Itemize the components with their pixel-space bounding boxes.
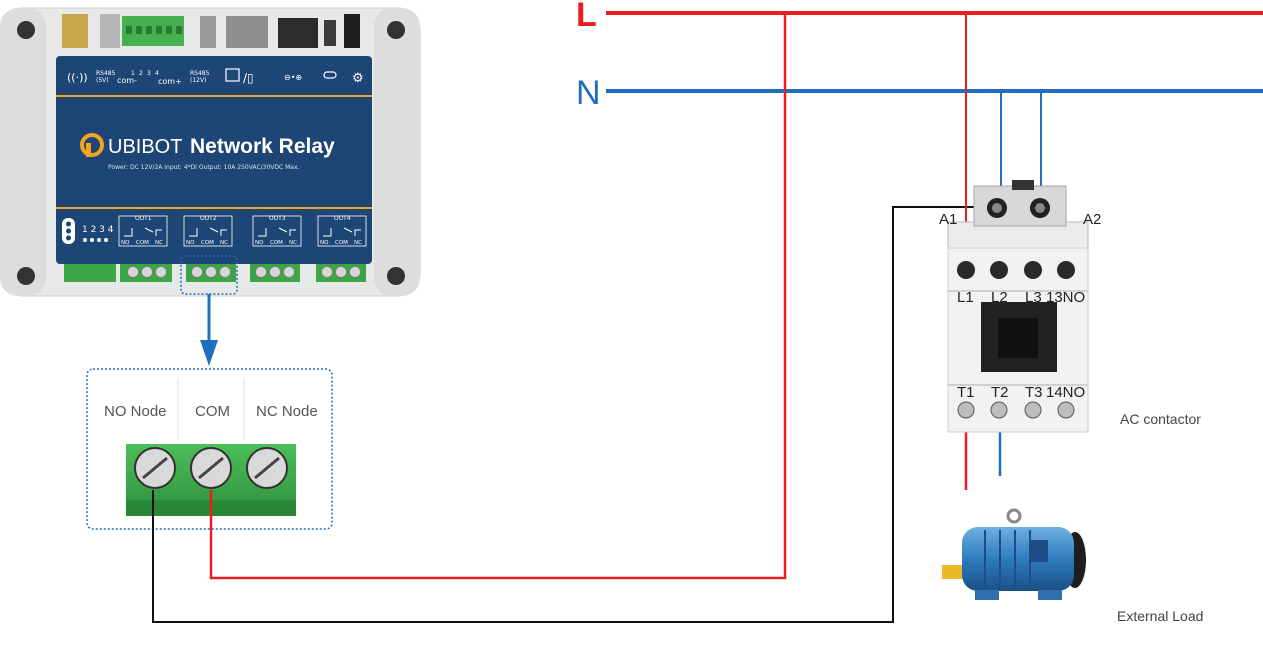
led-dots bbox=[83, 238, 108, 242]
ethernet-icon bbox=[225, 68, 240, 82]
bottom-label-t2: T2 bbox=[991, 384, 1009, 401]
motor-icon bbox=[942, 508, 1086, 600]
load-caption: External Load bbox=[1117, 608, 1203, 624]
ac-contactor: A1 A2 L1 L2 L3 13NO T1 T2 T3 14NO bbox=[939, 180, 1101, 433]
mount-hole bbox=[387, 21, 405, 39]
ubibot-logo-icon bbox=[80, 133, 104, 157]
mount-hole bbox=[387, 267, 405, 285]
svg-text:NC: NC bbox=[354, 240, 362, 246]
live-to-com-wire bbox=[209, 13, 787, 580]
led-numbers: 1 2 3 4 bbox=[82, 225, 114, 235]
svg-text:NC: NC bbox=[289, 240, 297, 246]
mount-hole bbox=[17, 21, 35, 39]
svg-text:OUT4: OUT4 bbox=[334, 215, 351, 222]
input-label-4: 4 bbox=[155, 70, 159, 77]
svg-text:COM: COM bbox=[201, 240, 214, 246]
svg-text:OUT2: OUT2 bbox=[200, 215, 217, 222]
output-group-3: OUT3 NO COM NC bbox=[252, 215, 302, 247]
input-label-1: 1 bbox=[131, 70, 135, 77]
screw-nc bbox=[246, 447, 288, 489]
bottom-terminals bbox=[64, 264, 366, 282]
svg-text:NC: NC bbox=[220, 240, 228, 246]
nc-node-label: NC Node bbox=[256, 403, 318, 420]
bottom-label-14no: 14NO bbox=[1046, 384, 1085, 401]
no-to-coil-wire bbox=[152, 206, 990, 623]
wifi-icon: ((·)) bbox=[67, 71, 88, 84]
bottom-label-t1: T1 bbox=[957, 384, 975, 401]
spec-text: Power: DC 12V/2A Input: 4*DI Output: 10A… bbox=[108, 164, 300, 171]
rs485-12v-voltage-label: (12V) bbox=[190, 77, 206, 84]
power-jack-icon: ⊖•⊕ bbox=[284, 73, 302, 82]
terminal-zoom: NO Node COM NC Node bbox=[86, 368, 333, 530]
screw-no bbox=[134, 447, 176, 489]
com-label: COM bbox=[195, 403, 230, 420]
rs485-12v-label: RS485 bbox=[190, 70, 210, 77]
top-label-l2: L2 bbox=[991, 289, 1008, 306]
input-label-3: 3 bbox=[147, 70, 151, 77]
terminal-highlight bbox=[180, 255, 238, 295]
coil-label-a2: A2 bbox=[1083, 211, 1101, 228]
output-group-4: OUT4 NO COM NC bbox=[317, 215, 367, 247]
mount-hole bbox=[17, 267, 35, 285]
product-title: Network Relay bbox=[190, 135, 335, 158]
svg-text:NO: NO bbox=[320, 240, 329, 246]
rs485-label: RS485 bbox=[96, 70, 116, 77]
no-node-label: NO Node bbox=[104, 403, 167, 420]
top-label-l3: L3 bbox=[1025, 289, 1042, 306]
svg-text:OUT3: OUT3 bbox=[269, 215, 286, 222]
relay-module: ((·)) RS485 (5V) com- 1 2 3 4 com+ RS485… bbox=[0, 7, 421, 297]
svg-text:NC: NC bbox=[155, 240, 163, 246]
sim-icon: /▯ bbox=[243, 71, 254, 85]
output-group-1: OUT1 NO COM NC bbox=[118, 215, 168, 247]
svg-text:OUT1: OUT1 bbox=[135, 215, 152, 222]
input-label-2: 2 bbox=[139, 70, 143, 77]
svg-text:NO: NO bbox=[186, 240, 195, 246]
rs485-voltage-label: (5V) bbox=[96, 77, 109, 84]
usb-icon bbox=[323, 71, 337, 79]
settings-icon: ⚙ bbox=[352, 71, 364, 86]
screw-com bbox=[190, 447, 232, 489]
top-label-l1: L1 bbox=[957, 289, 974, 306]
coil-label-a1: A1 bbox=[939, 211, 957, 228]
zoom-arrow-head bbox=[200, 340, 218, 366]
svg-text:COM: COM bbox=[270, 240, 283, 246]
com-minus-label: com- bbox=[117, 76, 137, 85]
top-label-13no: 13NO bbox=[1046, 289, 1085, 306]
svg-text:COM: COM bbox=[136, 240, 149, 246]
svg-text:COM: COM bbox=[335, 240, 348, 246]
neutral-line-label: N bbox=[576, 74, 601, 112]
bottom-label-t3: T3 bbox=[1025, 384, 1043, 401]
svg-text:NO: NO bbox=[255, 240, 264, 246]
svg-text:NO: NO bbox=[121, 240, 130, 246]
live-line-label: L bbox=[576, 0, 597, 34]
com-plus-label: com+ bbox=[158, 77, 182, 86]
output-group-2: OUT2 NO COM NC bbox=[183, 215, 233, 247]
contactor-caption: AC contactor bbox=[1120, 411, 1201, 427]
brand-name: UBIBOT bbox=[108, 136, 182, 158]
